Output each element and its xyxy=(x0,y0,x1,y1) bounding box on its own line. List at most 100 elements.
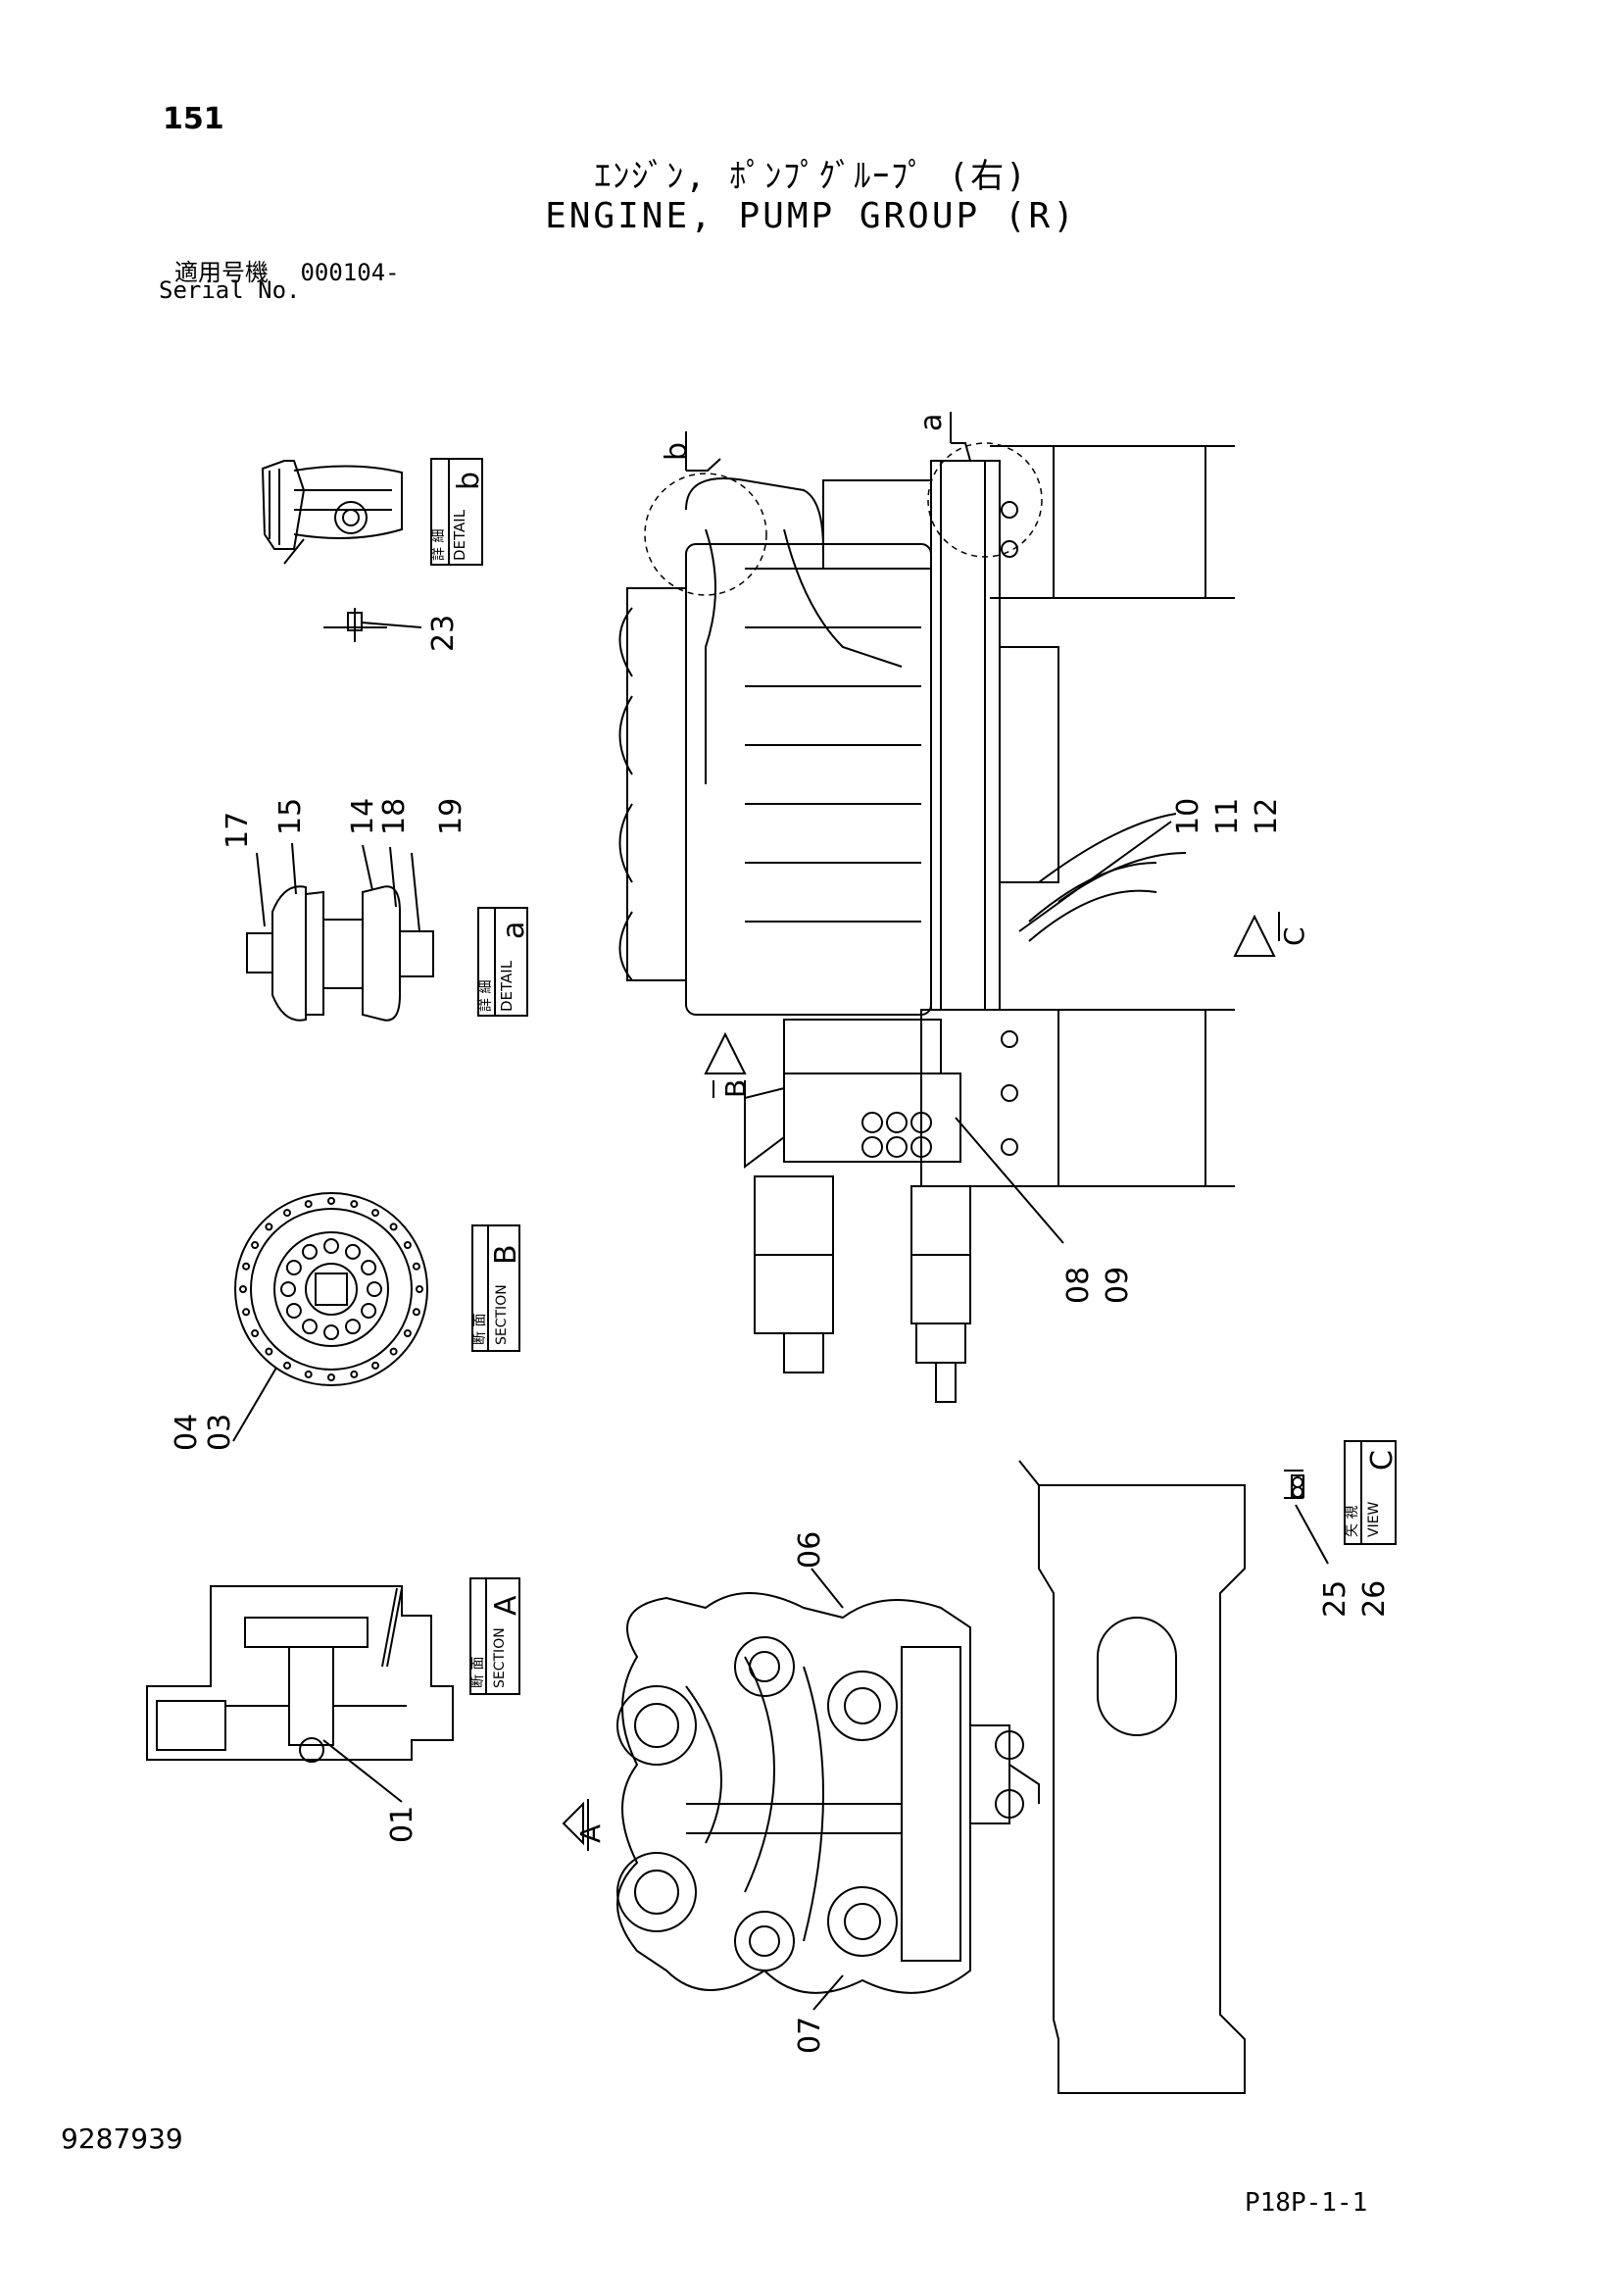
callout-08: 08 xyxy=(1061,1267,1096,1304)
callout-12: 12 xyxy=(1250,798,1284,835)
bolt-hole xyxy=(265,1347,273,1356)
bolt-hole xyxy=(403,1329,412,1337)
bolt-hole xyxy=(285,1303,302,1319)
bolt-hole xyxy=(251,1329,260,1337)
bolt-hole xyxy=(350,1370,359,1378)
bolt-hole xyxy=(350,1200,359,1209)
bolt-hole xyxy=(345,1243,361,1260)
serial-label-en: Serial No. xyxy=(159,276,301,304)
bolt-hole xyxy=(361,1260,377,1275)
section-a-letter: A xyxy=(489,1595,523,1616)
bolt-hole xyxy=(403,1241,412,1249)
detail-a-label-box xyxy=(477,907,528,1017)
bolt-hole xyxy=(283,1209,291,1218)
bolt-hole xyxy=(389,1223,398,1231)
callout-10: 10 xyxy=(1171,798,1205,835)
bolt-hole xyxy=(242,1308,251,1317)
callout-15: 15 xyxy=(273,798,308,835)
section-b-bolts xyxy=(239,1197,423,1381)
document-number: 9287939 xyxy=(61,2122,183,2155)
section-b-kanji: 断 面 xyxy=(472,1314,488,1345)
callout-01: 01 xyxy=(385,1806,419,1843)
callout-17: 17 xyxy=(221,812,255,849)
pump-group-top-view xyxy=(616,1460,1246,2094)
bolt-hole xyxy=(371,1209,379,1218)
callout-07: 07 xyxy=(793,2017,827,2054)
bolt-hole xyxy=(371,1361,379,1370)
bolt-hole xyxy=(302,1243,318,1260)
section-b-letter: B xyxy=(489,1244,523,1265)
detail-b-letter: b xyxy=(452,472,486,490)
marker-detail-a: a xyxy=(914,414,949,431)
detail-a-kanji: 詳 細 xyxy=(478,980,494,1012)
detail-b-view xyxy=(261,460,422,642)
bolt-hole xyxy=(280,1281,296,1297)
serial-label-jp: 適用号機 xyxy=(174,259,269,286)
view-arrow-b-letter: B xyxy=(719,1079,752,1098)
section-b-word: SECTION xyxy=(494,1284,510,1345)
callout-14: 14 xyxy=(346,798,380,835)
callout-19: 19 xyxy=(434,798,468,835)
bolt-hole xyxy=(327,1373,335,1381)
callout-11: 11 xyxy=(1210,798,1245,835)
view-c-kanji: 矢 視 xyxy=(1345,1506,1360,1537)
section-a-kanji: 断 面 xyxy=(470,1657,486,1688)
page-number: 151 xyxy=(163,102,224,136)
bolt-hole xyxy=(361,1303,377,1319)
detail-b-kanji: 詳 細 xyxy=(431,529,447,561)
bolt-hole xyxy=(327,1197,335,1205)
detail-b-label-box xyxy=(430,458,483,566)
bolt-hole xyxy=(283,1361,291,1370)
detail-a-letter: a xyxy=(497,922,531,939)
section-b-label-box xyxy=(471,1224,520,1352)
callout-25: 25 xyxy=(1318,1580,1352,1618)
section-a-label-box xyxy=(469,1577,520,1695)
view-arrow-a xyxy=(562,1799,589,1851)
view-arrow-b xyxy=(704,1031,747,1098)
bolt-hole xyxy=(242,1262,251,1271)
bolt-hole xyxy=(416,1285,423,1293)
bolt-hole xyxy=(304,1370,313,1378)
callout-04: 04 xyxy=(170,1414,204,1451)
bolt-hole xyxy=(251,1241,260,1249)
callout-09: 09 xyxy=(1101,1267,1135,1304)
bolt-hole xyxy=(285,1260,302,1275)
section-a-word: SECTION xyxy=(492,1627,508,1688)
page-title: ENGINE, PUMP GROUP (R) xyxy=(545,196,1077,236)
detail-b-word: DETAIL xyxy=(451,509,468,561)
detail-a-view xyxy=(246,842,434,1022)
view-arrow-c xyxy=(1233,912,1280,957)
bolt-hole xyxy=(389,1347,398,1356)
bolt-hole xyxy=(345,1319,361,1335)
view-c-word: VIEW xyxy=(1366,1501,1382,1537)
title-japanese: ｴﾝｼﾞﾝ, ﾎﾟﾝﾌﾟｸﾞﾙｰﾌﾟ (右) xyxy=(594,157,1028,196)
view-c-fitting xyxy=(1284,1470,1329,1565)
engine-side-view xyxy=(618,442,1235,1403)
callout-18: 18 xyxy=(377,798,412,835)
bolt-hole xyxy=(302,1319,318,1335)
section-b-view xyxy=(234,1192,428,1386)
bolt-hole xyxy=(323,1324,339,1340)
bolt-hole xyxy=(239,1285,247,1293)
marker-detail-b: b xyxy=(660,442,694,461)
serial-applicability: 適用号機 000104- xyxy=(174,253,400,287)
section-a-view xyxy=(146,1585,454,1763)
bolt-hole xyxy=(304,1200,313,1209)
view-c-label-box xyxy=(1344,1440,1397,1545)
bolt-hole xyxy=(265,1223,273,1231)
callout-23: 23 xyxy=(426,615,461,652)
bolt-hole xyxy=(412,1262,420,1271)
callout-26: 26 xyxy=(1357,1580,1392,1618)
view-arrow-a-letter: A xyxy=(574,1824,607,1843)
callout-06: 06 xyxy=(793,1531,827,1569)
detail-a-word: DETAIL xyxy=(498,960,516,1012)
view-c-letter: C xyxy=(1365,1450,1400,1471)
callout-03: 03 xyxy=(203,1414,237,1451)
serial-value: 000104- xyxy=(300,259,400,286)
bolt-hole xyxy=(412,1308,420,1317)
bolt-hole xyxy=(367,1281,382,1297)
view-arrow-c-letter: C xyxy=(1278,926,1310,946)
bolt-hole xyxy=(323,1238,339,1254)
page-reference: P18P-1-1 xyxy=(1245,2188,1368,2218)
